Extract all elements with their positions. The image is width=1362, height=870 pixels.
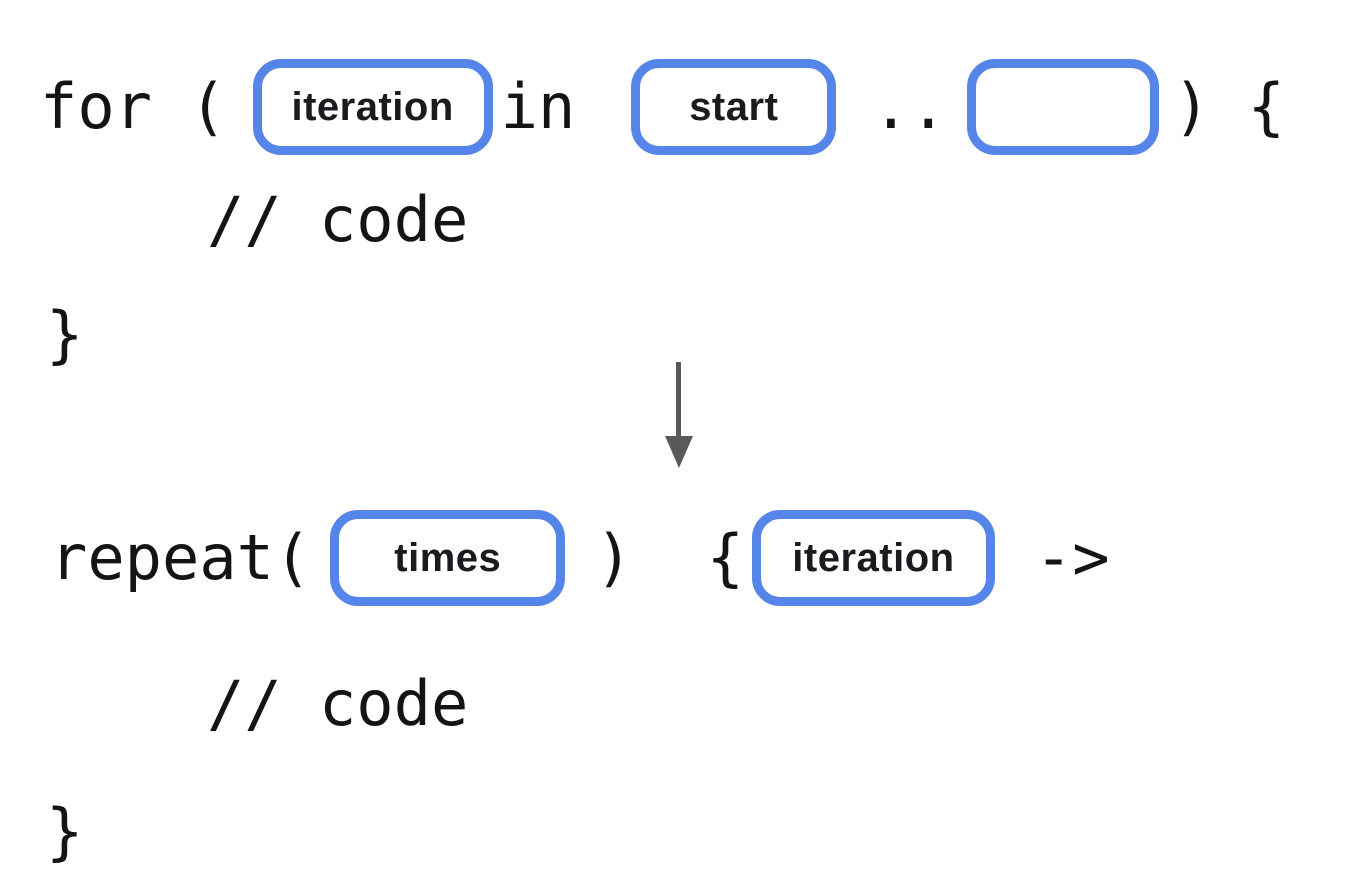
for-loop-header-line: for ( iteration in start .. ) { bbox=[40, 57, 1285, 157]
for-body-comment: // code bbox=[207, 183, 469, 256]
close-paren: ) bbox=[595, 521, 633, 594]
lambda-arrow-operator: -> bbox=[1034, 521, 1110, 594]
repeat-body-comment: // code bbox=[207, 667, 469, 740]
repeat-closing-brace: } bbox=[46, 795, 84, 868]
range-operator: .. bbox=[872, 70, 947, 143]
arrow-head bbox=[665, 436, 693, 468]
iteration-pill-lambda: iteration bbox=[751, 510, 995, 606]
iteration-pill: iteration bbox=[252, 59, 493, 155]
times-pill: times bbox=[330, 510, 566, 606]
for-closing-brace: } bbox=[46, 298, 84, 371]
paren-brace-close: ) { bbox=[1172, 70, 1285, 143]
start-pill: start bbox=[631, 59, 837, 155]
open-brace: { bbox=[706, 521, 744, 594]
repeat-header-line: repeat( times ) { iteration -> bbox=[50, 508, 1110, 608]
repeat-keyword: repeat( bbox=[50, 521, 312, 594]
in-keyword: in bbox=[500, 70, 576, 143]
transform-down-arrow-icon bbox=[648, 362, 708, 468]
arrow-shaft bbox=[676, 362, 681, 436]
end-pill bbox=[966, 59, 1159, 155]
for-keyword: for ( bbox=[40, 70, 227, 143]
